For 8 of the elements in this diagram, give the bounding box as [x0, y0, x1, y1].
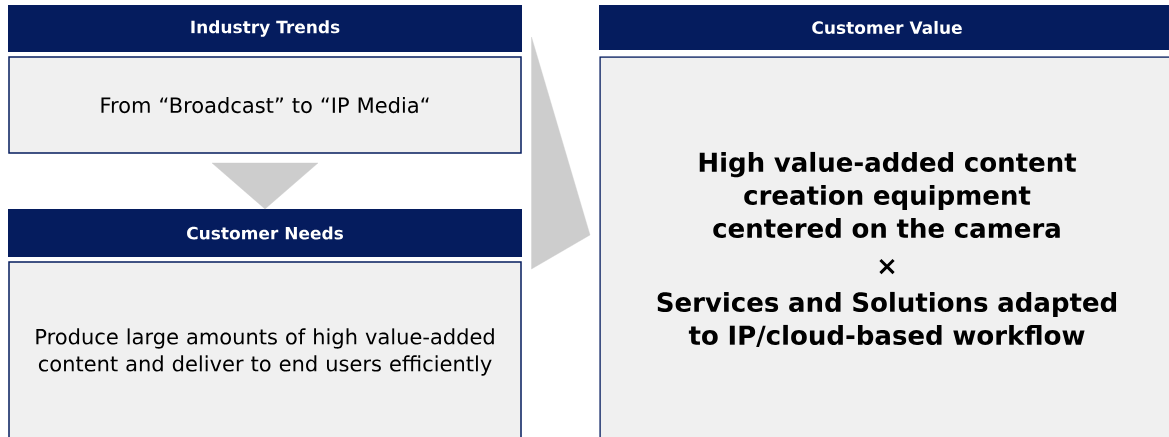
panel: Customer Value High value-added content creation equipment centered on the camera × Services and Solutions adapted to IP/cloud-based workflow — [599, 5, 1169, 437]
arrow — [531, 36, 591, 270]
node-label: Customer Needs — [187, 226, 343, 240]
panel: Customer Needs Produce large amounts of high value-added content and deliver to end users efficiently — [8, 209, 522, 437]
panel: Industry Trends From “Broadcast” to “IP Media“ — [8, 5, 522, 154]
node-label: Customer Value — [812, 20, 962, 35]
arrow — [211, 162, 319, 210]
node-label: Industry Trends — [191, 20, 340, 37]
